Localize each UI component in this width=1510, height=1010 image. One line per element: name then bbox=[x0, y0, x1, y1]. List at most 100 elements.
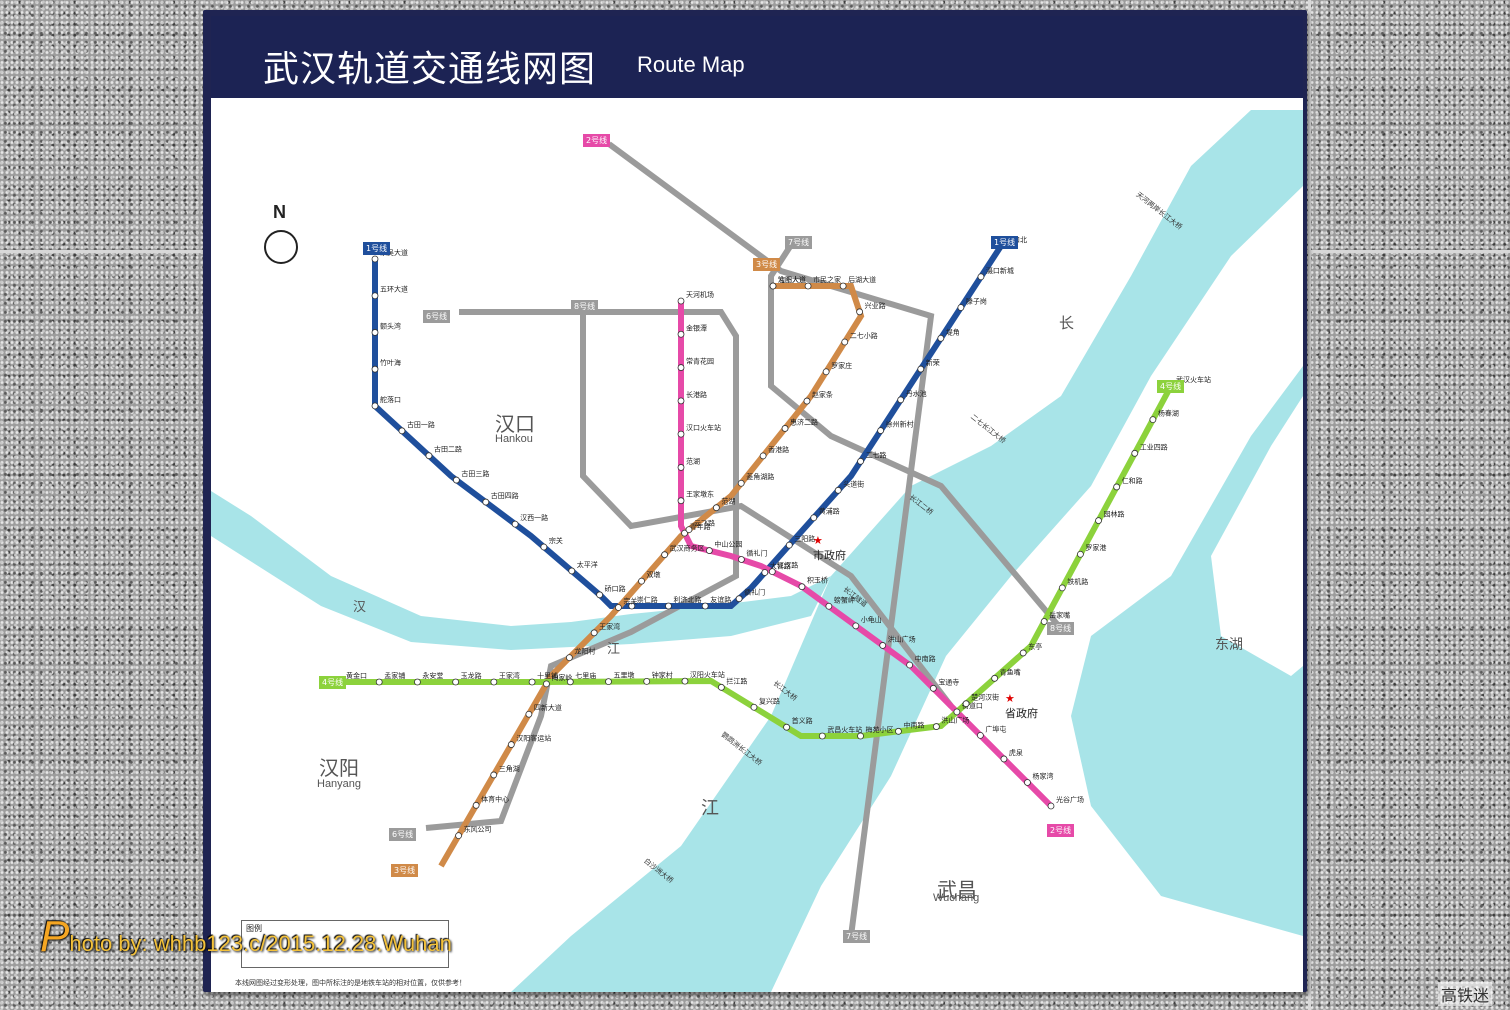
line-badge-4: 4号线 bbox=[319, 676, 347, 689]
river-label: 江 bbox=[607, 642, 621, 657]
station-dot bbox=[897, 396, 905, 404]
corner-logo: 高铁迷 bbox=[1437, 982, 1492, 1006]
station-dot bbox=[677, 397, 685, 405]
station-dot bbox=[953, 708, 961, 716]
station-label: 工业四路 bbox=[1140, 442, 1168, 451]
station-label: 五环大道 bbox=[380, 285, 408, 294]
station-label: 七里庙 bbox=[575, 671, 596, 680]
station-dot bbox=[895, 727, 902, 735]
district-label: 汉阳 bbox=[319, 756, 359, 780]
station-dot bbox=[677, 364, 685, 371]
station-label: 利济北路 bbox=[673, 595, 701, 604]
station-dot bbox=[857, 732, 864, 740]
station-label: 宝通寺 bbox=[938, 677, 959, 686]
station-label: 循礼门 bbox=[744, 588, 765, 597]
station-dot bbox=[681, 677, 689, 685]
station-label: 新荣 bbox=[926, 358, 940, 367]
station-dot bbox=[783, 723, 790, 731]
station-dot bbox=[677, 464, 685, 471]
station-dot bbox=[661, 551, 669, 559]
station-label: 青年路 bbox=[690, 522, 711, 531]
map-panel: 武汉轨道交通线网图 Route Map 东吴大道五环大道额头湾竹叶海舵落口古田一… bbox=[211, 16, 1303, 992]
station-label: 永安堂 bbox=[422, 671, 443, 680]
line-badge-7: 7号线 bbox=[843, 930, 871, 943]
station-dot bbox=[841, 338, 849, 346]
station-dot bbox=[681, 529, 688, 537]
station-label: 堤角 bbox=[946, 327, 960, 336]
station-dot bbox=[425, 452, 433, 460]
station-dot bbox=[879, 642, 887, 649]
district-label-en: Wuchang bbox=[933, 892, 980, 904]
station-label: 洪山广场 bbox=[888, 634, 916, 643]
metro-line-1 bbox=[372, 244, 1004, 609]
station-dot bbox=[1047, 802, 1055, 810]
station-dot bbox=[1131, 449, 1139, 457]
station-label: 汉阳客运站 bbox=[516, 734, 551, 743]
station-dot bbox=[677, 497, 685, 505]
station-label: 友谊路 bbox=[710, 595, 731, 604]
wall-seam bbox=[1308, 0, 1311, 1010]
metro-line-6 bbox=[425, 309, 739, 831]
watermark-initial: P bbox=[40, 912, 70, 961]
line-badge-8: 8号线 bbox=[1047, 622, 1075, 635]
landmark-provincial-gov: ★ 省政府 bbox=[1005, 692, 1038, 721]
station-dot bbox=[511, 520, 519, 528]
station-dot bbox=[371, 255, 379, 263]
station-dot bbox=[525, 710, 533, 718]
station-label: 沌阳大道 bbox=[778, 275, 806, 284]
station-label: 二七小路 bbox=[850, 331, 878, 340]
line-badge-1: 1号线 bbox=[363, 242, 391, 255]
station-dot bbox=[490, 771, 498, 779]
station-dot bbox=[455, 832, 462, 840]
station-dot bbox=[759, 452, 767, 460]
station-dot bbox=[1040, 618, 1048, 625]
station-dot bbox=[852, 622, 860, 630]
station-dot bbox=[839, 282, 847, 290]
station-label: 古田一路 bbox=[407, 420, 435, 429]
station-label: 拦江路 bbox=[726, 676, 747, 685]
station-dot bbox=[414, 678, 421, 686]
landmark-label: 市政府 bbox=[813, 549, 846, 562]
line-badge-1: 1号线 bbox=[991, 236, 1019, 249]
line-badge-6: 6号线 bbox=[423, 310, 451, 323]
station-dot bbox=[540, 543, 548, 551]
station-label: 滕子岗 bbox=[966, 297, 987, 306]
station-dot bbox=[605, 678, 612, 686]
station-dot bbox=[472, 801, 480, 809]
station-label: 三阳路 bbox=[794, 534, 815, 543]
station-dot bbox=[375, 678, 383, 686]
station-dot bbox=[701, 602, 709, 610]
river-label: 江 bbox=[701, 798, 719, 819]
map-title: 武汉轨道交通线网图 bbox=[263, 49, 597, 90]
line-badge-3: 3号线 bbox=[391, 864, 419, 877]
station-dot bbox=[371, 365, 379, 373]
station-dot bbox=[856, 308, 864, 316]
line-badge-3: 3号线 bbox=[753, 258, 781, 271]
station-label: 楚河汉街 bbox=[971, 693, 999, 702]
station-dot bbox=[398, 427, 406, 435]
district-label: 武昌 bbox=[937, 878, 977, 902]
station-label: 东吴大道 bbox=[380, 248, 408, 257]
lake-label: 东湖 bbox=[1215, 637, 1243, 653]
line-badge-8: 8号线 bbox=[571, 300, 599, 313]
station-dot bbox=[962, 700, 970, 708]
station-label: 头道街 bbox=[843, 479, 864, 488]
station-dot bbox=[482, 498, 490, 506]
station-label: 赵家条 bbox=[812, 390, 833, 399]
station-label: 岳家嘴 bbox=[1049, 611, 1070, 620]
station-label: 中山公园 bbox=[714, 540, 742, 549]
station-label: 铁机路 bbox=[1067, 577, 1088, 586]
legend-title: 图例 bbox=[246, 924, 262, 933]
station-dot bbox=[371, 402, 379, 410]
station-dot bbox=[977, 273, 985, 281]
station-dot bbox=[1024, 779, 1031, 786]
station-label: 范湖 bbox=[686, 456, 700, 465]
station-label: 江汉路 bbox=[777, 561, 798, 570]
station-label: 长港路 bbox=[686, 390, 707, 399]
station-label: 惠济二路 bbox=[790, 417, 818, 426]
station-dot bbox=[566, 678, 574, 686]
station-label: 东风公司 bbox=[464, 825, 492, 834]
station-dot bbox=[568, 567, 576, 575]
station-dot bbox=[677, 297, 685, 305]
station-dot bbox=[917, 365, 925, 373]
